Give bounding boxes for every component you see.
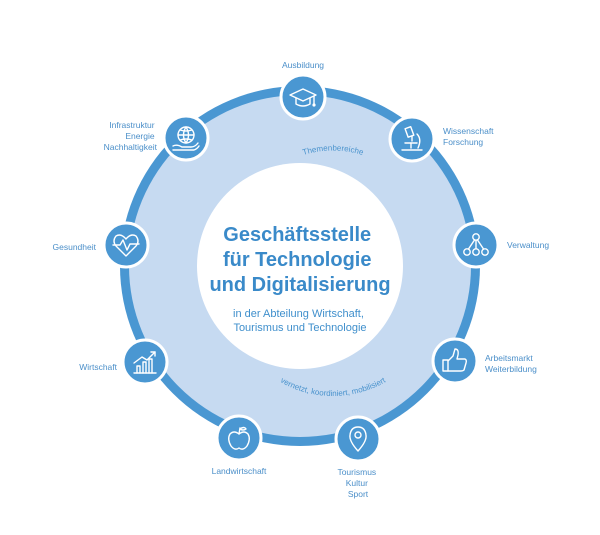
center-title-line-3: und Digitalisierung (209, 274, 390, 296)
label-infrastruktur: Infrastruktur Energie Nachhaltigkeit (104, 120, 158, 152)
label-infrastruktur-line-3: Nachhaltigkeit (104, 142, 158, 152)
label-tourismus: Tourismus Kultur Sport (337, 467, 378, 499)
apple-icon (228, 426, 250, 450)
center-subtitle-line-1: in der Abteilung Wirtschaft, (233, 308, 364, 320)
label-wirtschaft: Wirtschaft (79, 362, 117, 372)
label-ausbildung-line-1: Ausbildung (282, 60, 324, 70)
label-arbeitsmarkt-line-2: Weiterbildung (485, 364, 537, 374)
node-infrastruktur[interactable]: Infrastruktur Energie Nachhaltigkeit (104, 114, 210, 162)
label-ausbildung: Ausbildung (282, 60, 324, 70)
label-arbeitsmarkt: Arbeitsmarkt Weiterbildung (485, 353, 537, 374)
label-infrastruktur-line-2: Energie (125, 131, 155, 141)
center-subtitle-line-2: Tourismus und Technologie (233, 322, 366, 334)
node-wirtschaft[interactable]: Wirtschaft (79, 338, 169, 386)
label-gesundheit-line-1: Gesundheit (53, 242, 97, 252)
location-pin-icon (349, 426, 367, 452)
label-tourismus-line-1: Tourismus (337, 467, 376, 477)
thumbs-up-icon (442, 348, 468, 372)
label-tourismus-line-3: Sport (348, 489, 369, 499)
label-landwirtschaft: Landwirtschaft (212, 466, 267, 476)
heartbeat-icon (112, 234, 140, 257)
label-wissenschaft-line-1: Wissenschaft (443, 126, 494, 136)
label-arbeitsmarkt-line-1: Arbeitsmarkt (485, 353, 533, 363)
arc-label-top: Themenbereiche (301, 143, 365, 157)
center-title: Geschäftsstelle für Technologie und Digi… (209, 224, 390, 296)
globe-hand-icon (172, 126, 200, 151)
center-subtitle: in der Abteilung Wirtschaft, Tourismus u… (233, 308, 367, 334)
label-tourismus-line-2: Kultur (346, 478, 368, 488)
node-tourismus[interactable]: Tourismus Kultur Sport (334, 415, 382, 499)
network-icon (463, 233, 489, 256)
bar-chart-icon (133, 351, 157, 374)
label-landwirtschaft-line-1: Landwirtschaft (212, 466, 267, 476)
microscope-icon (401, 125, 423, 151)
center-title-line-1: Geschäftsstelle (223, 224, 371, 246)
node-verwaltung[interactable]: Verwaltung (452, 221, 549, 269)
label-wirtschaft-line-1: Wirtschaft (79, 362, 117, 372)
node-wissenschaft[interactable]: Wissenschaft Forschung (388, 115, 496, 163)
arc-label-top-text: Themenbereiche (301, 143, 365, 157)
node-arbeitsmarkt[interactable]: Arbeitsmarkt Weiterbildung (431, 337, 537, 385)
label-wissenschaft: Wissenschaft Forschung (443, 126, 496, 147)
center-title-line-2: für Technologie (223, 249, 372, 271)
node-landwirtschaft[interactable]: Landwirtschaft (212, 414, 267, 476)
graduation-cap-icon (289, 88, 317, 107)
label-infrastruktur-line-1: Infrastruktur (109, 120, 155, 130)
label-gesundheit: Gesundheit (53, 242, 97, 252)
center-disc (197, 163, 403, 369)
label-wissenschaft-line-2: Forschung (443, 137, 483, 147)
label-verwaltung: Verwaltung (507, 240, 549, 250)
node-ausbildung[interactable]: Ausbildung (279, 60, 327, 121)
label-verwaltung-line-1: Verwaltung (507, 240, 549, 250)
node-gesundheit[interactable]: Gesundheit (53, 221, 150, 269)
